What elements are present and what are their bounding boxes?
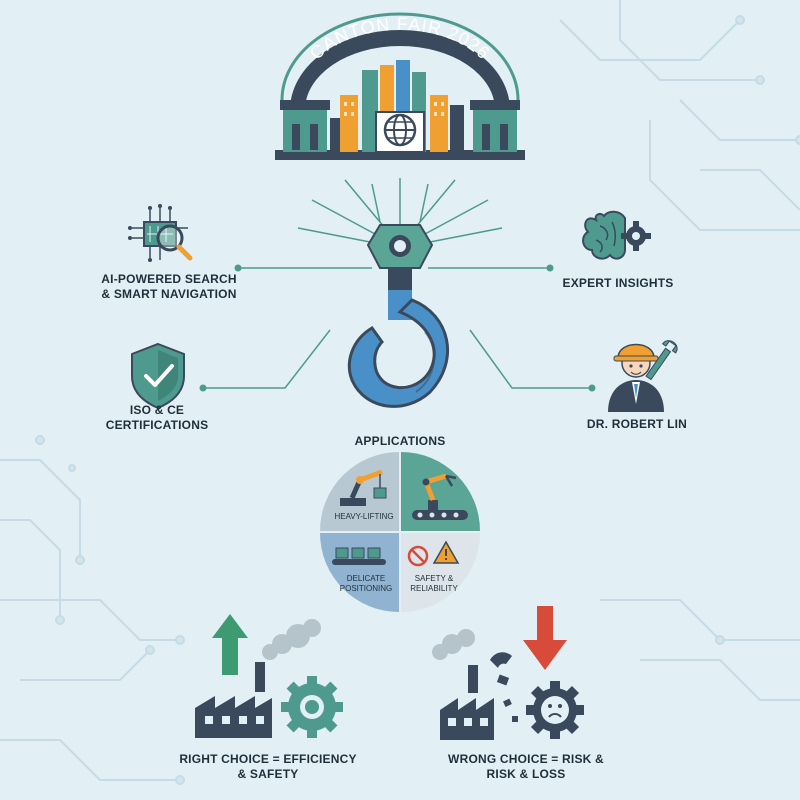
certifications-label: ISO & CE CERTIFICATIONS [92, 403, 222, 433]
brain-gear-icon [582, 210, 651, 260]
safety-line2: RELIABILITY [410, 584, 458, 593]
connector-lines [203, 267, 592, 389]
crane-arm-icon [340, 469, 387, 506]
warning-signs-icon [407, 540, 460, 567]
robot-arm-conveyor-icon [412, 473, 468, 520]
conveyor-boxes-icon [332, 547, 386, 565]
person-name-label: DR. ROBERT LIN [586, 417, 688, 431]
right-choice-line2: & SAFETY [237, 767, 299, 781]
right-choice-line1: RIGHT CHOICE = EFFICIENCY [179, 752, 357, 766]
quadrant-heavy-lifting-label: HEAVY-LIFTING [334, 512, 394, 521]
right-choice-label: RIGHT CHOICE = EFFICIENCY & SAFETY [168, 752, 368, 782]
ai-search-line1: AI-POWERED SEARCH [101, 272, 237, 286]
delicate-line1: DELICATE [346, 574, 386, 583]
ai-chip-magnifier-icon [128, 204, 193, 262]
factory-up-arrow-icon [195, 614, 343, 738]
quadrant-safety [401, 533, 480, 612]
ai-search-line2: & SMART NAVIGATION [101, 287, 237, 301]
hook-icon [347, 298, 450, 408]
factory-down-arrow-icon [432, 606, 584, 740]
wrong-choice-line1: WRONG CHOICE = RISK & [448, 752, 604, 766]
expert-insights-label: EXPERT INSIGHTS [562, 276, 674, 290]
cert-line2: CERTIFICATIONS [105, 418, 209, 432]
quadrant-safety-label: SAFETY & RELIABILITY [400, 574, 468, 594]
shield-check-icon [131, 342, 185, 410]
engineer-wrench-icon [608, 340, 678, 412]
safety-line1: SAFETY & [414, 574, 454, 583]
rays [297, 178, 503, 243]
cert-line1: ISO & CE [129, 403, 185, 417]
wrong-choice-label: WRONG CHOICE = RISK & RISK & LOSS [438, 752, 614, 782]
wrong-choice-line2: RISK & LOSS [486, 767, 566, 781]
ai-search-label: AI-POWERED SEARCH & SMART NAVIGATION [94, 272, 244, 302]
delicate-line2: POSITIONING [339, 584, 393, 593]
applications-title: APPLICATIONS [354, 434, 446, 448]
quadrant-delicate-label: DELICATE POSITIONING [334, 574, 398, 594]
